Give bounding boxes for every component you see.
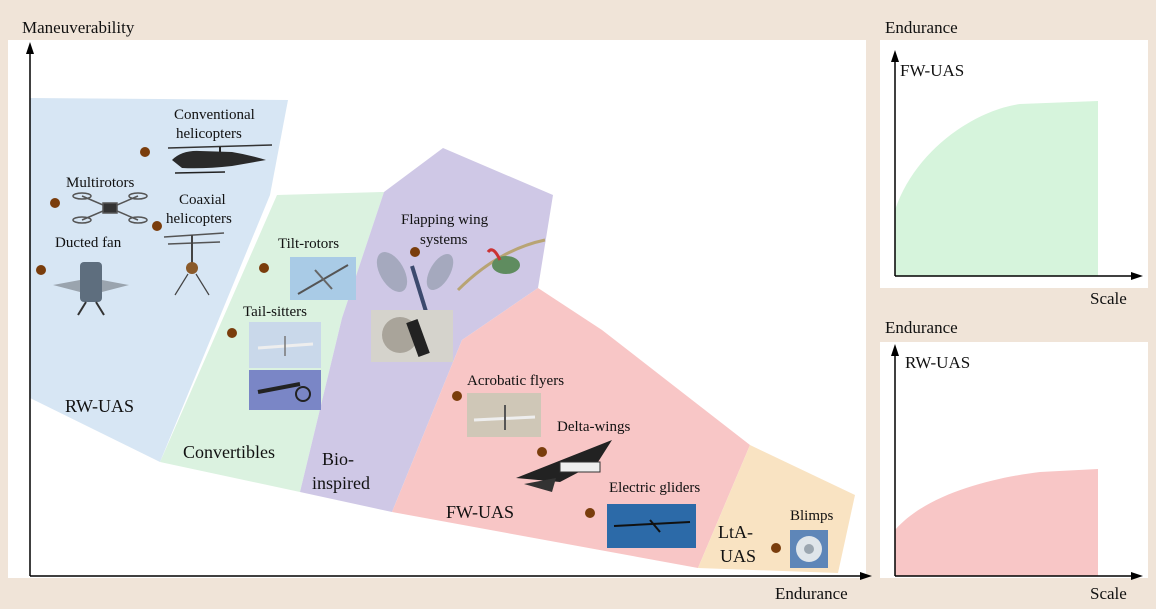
- fw-chart-y-label: Endurance: [885, 18, 958, 37]
- tilt-rotor-image: [290, 257, 356, 300]
- region-label-fw-uas: FW-UAS: [446, 502, 514, 522]
- tail-sitter-image-2: [249, 370, 321, 410]
- fw-chart-axes: [891, 50, 1143, 280]
- label-tail-sitters: Tail-sitters: [243, 304, 307, 320]
- dot-flapping-wing: [410, 247, 420, 257]
- ducted-fan-image: [53, 262, 129, 316]
- region-label-lta-line2: UAS: [720, 546, 756, 566]
- dot-ducted-fan: [36, 265, 46, 275]
- region-label-rw-uas: RW-UAS: [65, 396, 134, 416]
- label-conventional-line1: Conventional: [174, 107, 255, 123]
- dot-blimps: [771, 543, 781, 553]
- dragonfly-image: [376, 252, 454, 319]
- coaxial-helicopter-image: [163, 232, 225, 296]
- delta-wing-image: [516, 440, 612, 492]
- dot-acrobatic-flyers: [452, 391, 462, 401]
- rw-chart-axes: [891, 344, 1143, 580]
- label-coaxial-line2: helicopters: [166, 211, 232, 227]
- main-x-axis: [30, 572, 872, 580]
- fw-chart-inner-label: FW-UAS: [900, 61, 964, 80]
- dot-multirotors: [50, 198, 60, 208]
- rw-chart-x-label: Scale: [1090, 584, 1127, 603]
- label-ducted-fan: Ducted fan: [55, 235, 122, 251]
- label-conventional-line2: helicopters: [176, 126, 242, 142]
- region-label-convertibles: Convertibles: [183, 442, 275, 462]
- dot-tilt-rotors: [259, 263, 269, 273]
- dot-delta-wings: [537, 447, 547, 457]
- label-flapping-line2: systems: [420, 232, 468, 248]
- multirotor-image: [72, 192, 148, 224]
- main-x-axis-label: Endurance: [775, 584, 848, 603]
- label-delta-wings: Delta-wings: [557, 419, 630, 435]
- dot-electric-gliders: [585, 508, 595, 518]
- dot-tail-sitters: [227, 328, 237, 338]
- tail-sitter-image-1: [249, 322, 321, 368]
- dot-conventional-helicopters: [140, 147, 150, 157]
- rw-chart-area: [895, 469, 1098, 576]
- region-fw-uas: [392, 288, 750, 568]
- conventional-helicopter-image: [167, 144, 273, 174]
- fw-chart-area: [895, 101, 1098, 276]
- label-acrobatic-flyers: Acrobatic flyers: [467, 373, 564, 389]
- region-label-lta-line1: LtA-: [718, 522, 753, 542]
- label-blimps: Blimps: [790, 508, 834, 524]
- rw-chart-inner-label: RW-UAS: [905, 353, 970, 372]
- acrobatic-flyer-image: [467, 393, 541, 437]
- blimp-image: [790, 530, 828, 568]
- region-label-bio-line2: inspired: [312, 473, 370, 493]
- region-label-bio-line1: Bio-: [322, 449, 354, 469]
- main-y-axis-label: Maneuverability: [22, 18, 135, 37]
- fw-chart-x-label: Scale: [1090, 289, 1127, 308]
- electric-glider-image: [607, 504, 696, 548]
- region-rw-uas: [30, 98, 288, 462]
- dot-coaxial-helicopters: [152, 221, 162, 231]
- label-tilt-rotors: Tilt-rotors: [278, 236, 339, 252]
- label-coaxial-line1: Coaxial: [179, 192, 226, 208]
- label-flapping-line1: Flapping wing: [401, 212, 489, 228]
- main-y-axis: [26, 42, 34, 576]
- label-multirotors: Multirotors: [66, 175, 134, 191]
- rw-chart-y-label: Endurance: [885, 318, 958, 337]
- label-electric-gliders: Electric gliders: [609, 480, 700, 496]
- hummingbird-image: [456, 238, 546, 292]
- micro-flapper-image: [371, 310, 453, 362]
- category-dots: [36, 147, 781, 553]
